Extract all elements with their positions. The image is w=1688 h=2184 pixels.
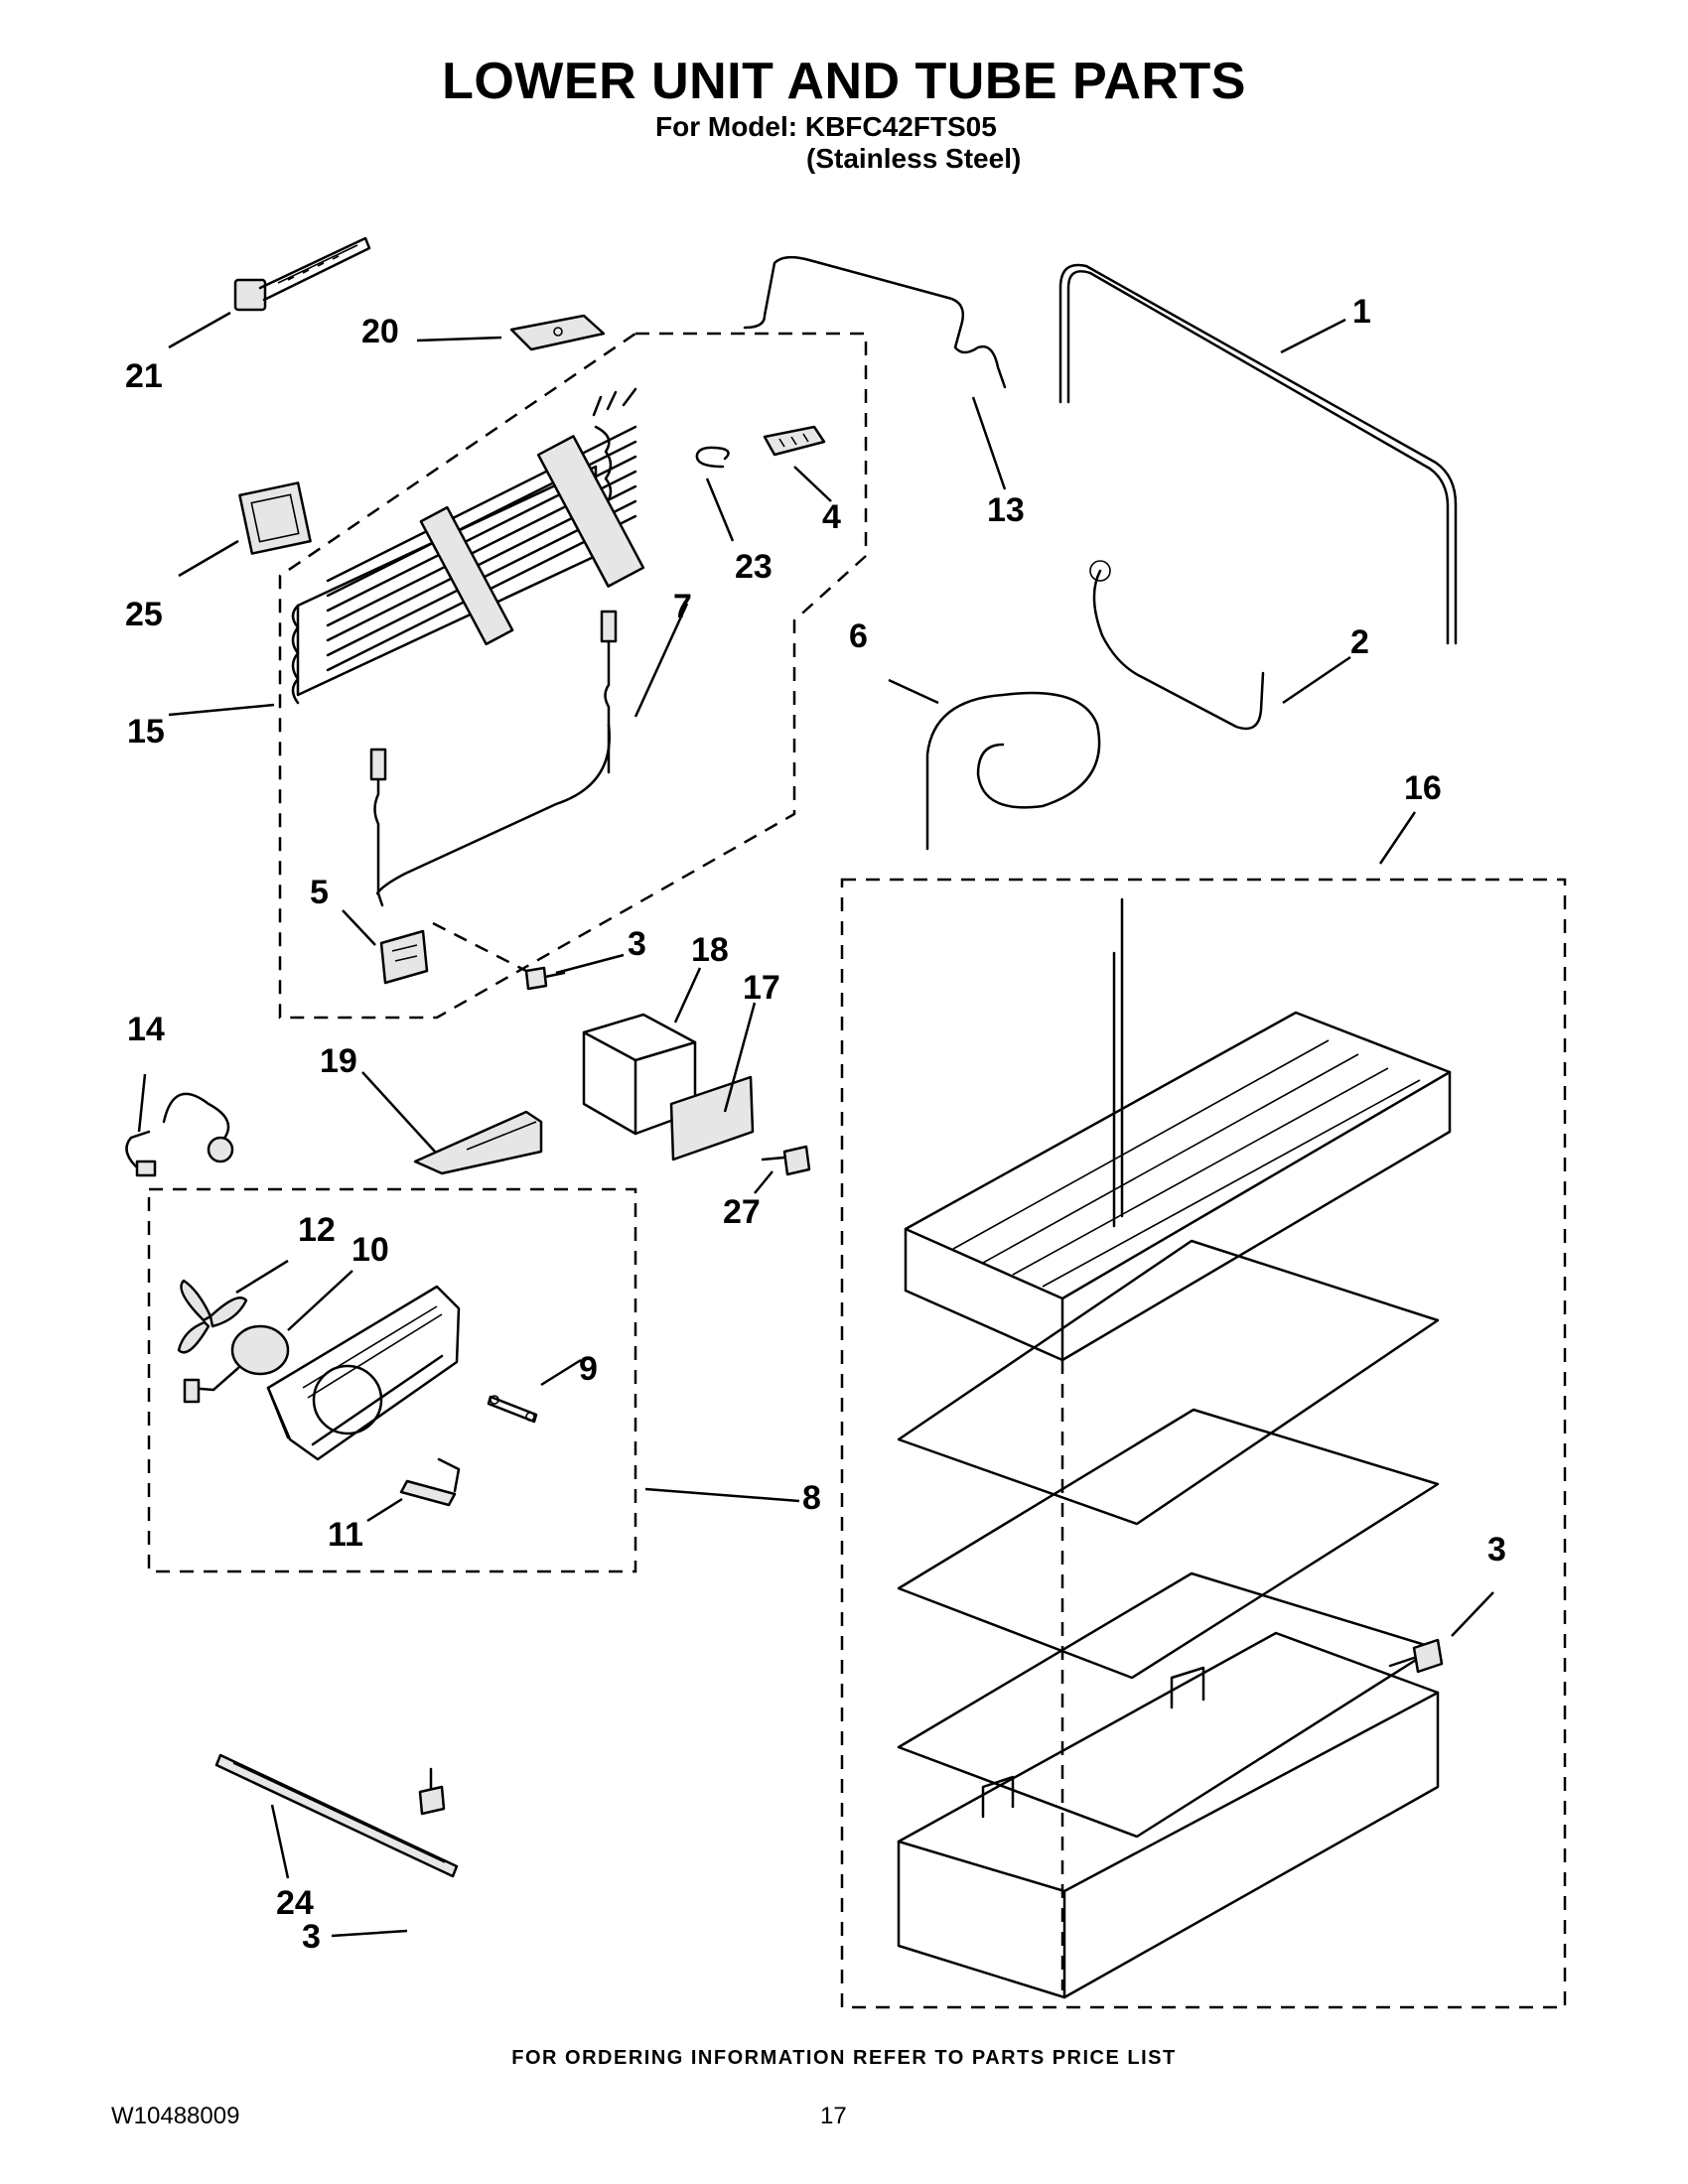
callout-19: 19 xyxy=(320,1042,357,1080)
cover-screw-part xyxy=(761,1145,811,1176)
fan-housing-part xyxy=(266,1285,461,1461)
cover-plate-part xyxy=(669,1075,755,1161)
finish-line: (Stainless Steel) xyxy=(806,143,1022,174)
wire-harness-part xyxy=(125,1092,234,1177)
callout-3b: 3 xyxy=(1487,1531,1506,1569)
leader-lines xyxy=(137,311,1494,1938)
cable-tie-part xyxy=(233,236,371,312)
fan-clip-part xyxy=(399,1457,461,1507)
evaporator-assembly-outline xyxy=(278,332,868,1020)
deflector-part xyxy=(413,1110,543,1175)
callout-3c: 3 xyxy=(302,1918,321,1956)
small-tube-part xyxy=(1092,569,1265,731)
fan-assembly-outline xyxy=(147,1187,637,1573)
callout-6: 6 xyxy=(849,617,868,655)
fan-motor-part xyxy=(183,1324,290,1404)
insulation-pad-part xyxy=(509,314,606,351)
callout-15: 15 xyxy=(127,713,165,751)
document-id: W10488009 xyxy=(111,2103,240,2129)
callout-9: 9 xyxy=(579,1350,598,1388)
callout-21: 21 xyxy=(125,357,163,395)
callout-2: 2 xyxy=(1350,623,1369,661)
mounting-rail-part xyxy=(214,1753,459,1878)
insulation-sheet-2 xyxy=(897,1408,1440,1680)
outer-pan-part xyxy=(897,1631,1440,1999)
defrost-heater-part xyxy=(369,610,618,907)
page-number: 17 xyxy=(820,2103,847,2129)
callout-25: 25 xyxy=(125,596,163,633)
callout-24: 24 xyxy=(276,1884,314,1922)
screw-part xyxy=(524,966,566,991)
ordering-note: FOR ORDERING INFORMATION REFER TO PARTS … xyxy=(511,2047,1177,2069)
drain-pan-heater-part xyxy=(904,897,1452,1362)
page-title: LOWER UNIT AND TUBE PARTS xyxy=(442,53,1246,110)
callout-5: 5 xyxy=(310,874,329,911)
small-tube-end xyxy=(1089,560,1111,582)
callout-27: 27 xyxy=(723,1193,761,1231)
coiled-tube-part xyxy=(925,691,1101,851)
clip-bracket-part xyxy=(763,425,826,457)
rail-screw-part xyxy=(418,1767,446,1816)
evaporator-coil-part xyxy=(291,387,645,705)
callout-1: 1 xyxy=(1352,293,1371,331)
callout-7: 7 xyxy=(673,588,692,625)
callout-8: 8 xyxy=(802,1479,821,1517)
callout-18: 18 xyxy=(691,931,729,969)
callout-13: 13 xyxy=(987,491,1025,529)
callout-23: 23 xyxy=(735,548,773,586)
fan-blade-part xyxy=(177,1279,248,1354)
u-tube-large-part xyxy=(1066,270,1450,645)
model-line: For Model: KBFC42FTS05 xyxy=(655,111,997,142)
callout-16: 16 xyxy=(1404,769,1442,807)
spring-clip-part xyxy=(695,446,730,469)
drain-pan-screw-part xyxy=(1388,1638,1444,1674)
drain-pan-assembly-outline xyxy=(840,878,1567,2009)
mounting-strap-part xyxy=(487,1395,538,1424)
callout-3a: 3 xyxy=(628,925,646,963)
callout-17: 17 xyxy=(743,969,780,1007)
callout-10: 10 xyxy=(352,1231,389,1269)
callout-14: 14 xyxy=(127,1011,165,1048)
u-tube-large-outer xyxy=(1058,263,1458,645)
heater-bracket-part xyxy=(379,929,429,985)
water-tube-part xyxy=(743,255,1007,389)
callout-11: 11 xyxy=(328,1516,363,1554)
screw-alignment-line xyxy=(432,921,527,973)
callout-4: 4 xyxy=(822,498,841,536)
callout-20: 20 xyxy=(361,313,399,350)
insulation-sheet-1 xyxy=(897,1239,1440,1526)
foam-pad-part xyxy=(238,481,312,555)
callout-12: 12 xyxy=(298,1211,336,1249)
